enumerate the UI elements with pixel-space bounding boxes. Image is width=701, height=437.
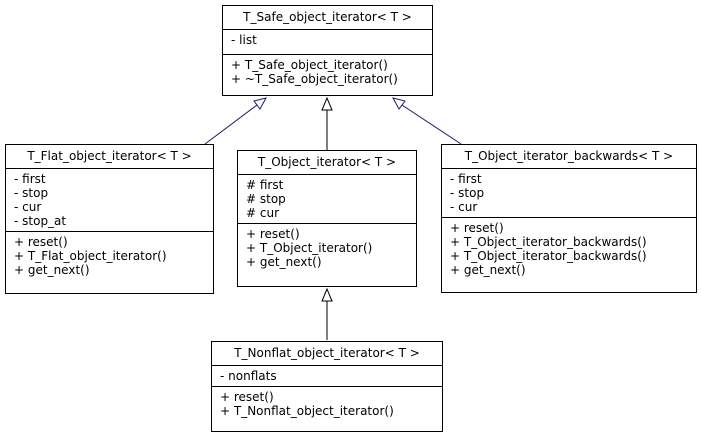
edge-backwards-to-safe (401, 104, 462, 145)
arrowhead-flat-to-safe (253, 97, 267, 110)
attributes-section: - nonflats (212, 365, 442, 386)
attribute: - cur (14, 200, 42, 214)
attribute: - first (450, 172, 482, 186)
attribute: - list (231, 33, 257, 47)
method: + T_Nonflat_object_iterator() (220, 404, 394, 418)
attribute: - nonflats (220, 369, 277, 383)
methods-section: + T_Safe_object_iterator() + ~T_Safe_obj… (223, 54, 432, 95)
class-nonflat-object-iterator: T_Nonflat_object_iterator< T > - nonflat… (211, 341, 443, 432)
attribute: - cur (450, 200, 478, 214)
method: + get_next() (450, 263, 526, 277)
method: + T_Object_iterator_backwards() (450, 235, 647, 249)
method: + reset() (450, 221, 504, 235)
arrowhead-backwards-to-safe (392, 97, 406, 110)
attribute: - stop (14, 186, 49, 200)
class-title: T_Nonflat_object_iterator< T > (234, 346, 420, 360)
method: + reset() (14, 235, 68, 249)
attributes-section: - list (223, 29, 432, 54)
method: + reset() (220, 390, 274, 404)
arrowhead-object-to-safe (321, 96, 333, 111)
arrowhead-nonflat-to-object (321, 287, 333, 302)
attributes-section: - first - stop - cur (442, 168, 696, 217)
class-object-iterator-backwards: T_Object_iterator_backwards< T > - first… (441, 144, 697, 293)
class-safe-object-iterator: T_Safe_object_iterator< T > - list + T_S… (222, 5, 433, 96)
methods-section: + reset() + T_Object_iterator() + get_ne… (238, 223, 416, 272)
attributes-section: - first - stop - cur - stop_at (6, 168, 213, 231)
class-object-iterator: T_Object_iterator< T > # first # stop # … (237, 150, 417, 287)
attribute: # first (246, 178, 284, 192)
method: + T_Flat_object_iterator() (14, 249, 167, 263)
method: + T_Object_iterator_backwards() (450, 249, 647, 263)
attribute: # cur (246, 206, 280, 220)
attributes-section: # first # stop # cur (238, 174, 416, 223)
method: + get_next() (246, 255, 322, 269)
class-title: T_Flat_object_iterator< T > (27, 149, 192, 163)
class-title: T_Safe_object_iterator< T > (243, 10, 412, 24)
attribute: # stop (246, 192, 286, 206)
method: + reset() (246, 227, 300, 241)
method: + T_Object_iterator() (246, 241, 373, 255)
method: + ~T_Safe_object_iterator() (231, 72, 398, 86)
methods-section: + reset() + T_Nonflat_object_iterator() (212, 386, 442, 421)
attribute: - stop_at (14, 214, 67, 228)
class-title: T_Object_iterator< T > (257, 155, 397, 169)
edge-flat-to-safe (204, 104, 258, 145)
methods-section: + reset() + T_Object_iterator_backwards(… (442, 217, 696, 280)
method: + get_next() (14, 263, 90, 277)
attribute: - first (14, 172, 46, 186)
class-title: T_Object_iterator_backwards< T > (464, 149, 674, 163)
methods-section: + reset() + T_Flat_object_iterator() + g… (6, 231, 213, 280)
class-flat-object-iterator: T_Flat_object_iterator< T > - first - st… (5, 144, 214, 294)
method: + T_Safe_object_iterator() (231, 58, 388, 72)
attribute: - stop (450, 186, 485, 200)
